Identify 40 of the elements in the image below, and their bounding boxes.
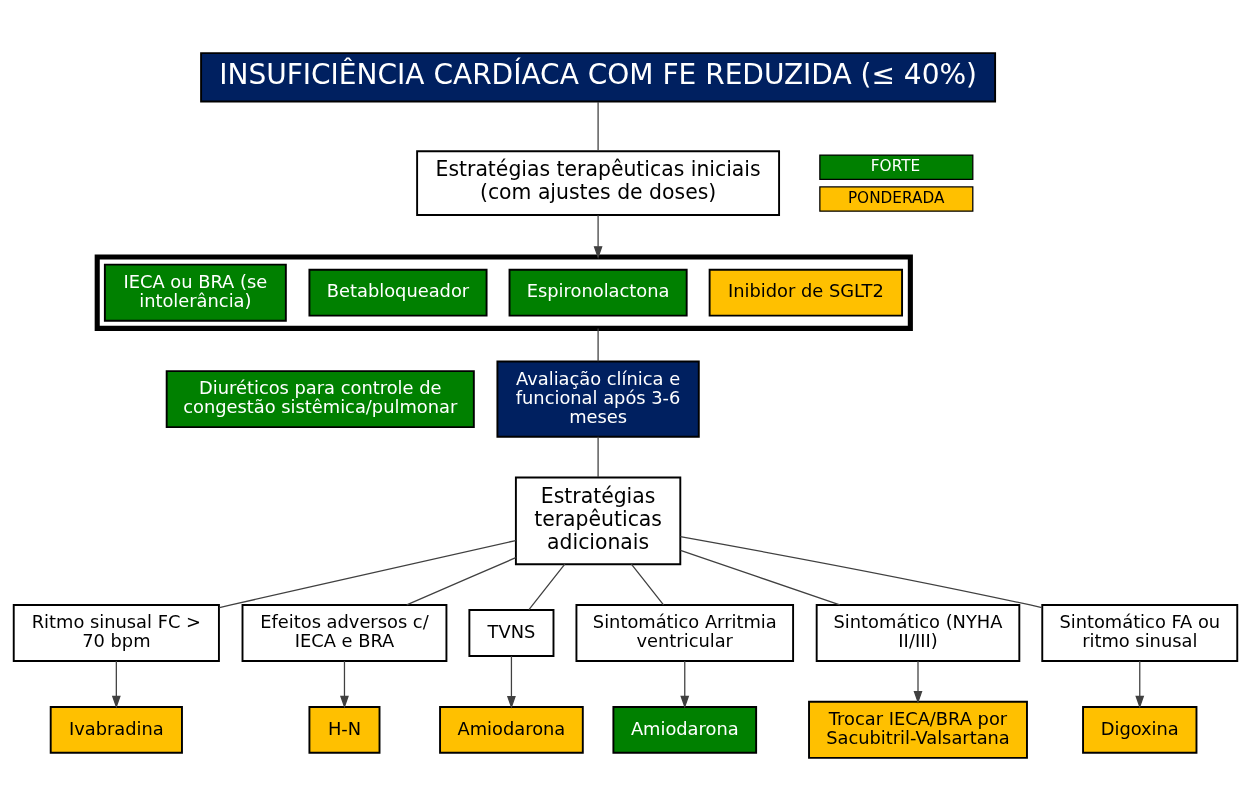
connector: [406, 557, 517, 606]
node-box: IECA ou BRA (se intolerância): [103, 263, 287, 322]
node-box: INSUFICIÊNCIA CARDÍACA COM FE REDUZIDA (≤ 40%): [200, 52, 997, 103]
connector: [679, 536, 1043, 609]
node-box: H-N: [308, 705, 381, 754]
node-box: Diuréticos para controle de congestão sistêmica/pulmonar: [165, 370, 475, 429]
connector: [218, 539, 517, 609]
arrow: [506, 655, 516, 709]
legend-label: FORTE: [870, 157, 921, 176]
node-box: Ritmo sinusal FC > 70 bpm: [12, 604, 220, 662]
arrow: [340, 660, 349, 709]
node-box: Sintomático FA ou ritmo sinusal: [1041, 604, 1239, 662]
node-box: Efeitos adversos c/ IECA e BRA: [241, 604, 448, 662]
arrow: [1135, 660, 1145, 709]
connector: [597, 101, 599, 152]
cluster: [94, 254, 913, 331]
connector: [528, 563, 566, 611]
node-box: TVNS: [468, 609, 555, 657]
node-box: Betabloqueador: [308, 268, 488, 317]
legend-label: PONDERADA: [847, 188, 945, 207]
node-box: Sintomático (NYHA II/III): [815, 604, 1021, 662]
connector: [679, 549, 841, 606]
node-box: Avaliação clínica e funcional após 3-6 meses: [496, 360, 700, 438]
node-box: Inibidor de SGLT2: [708, 268, 904, 317]
node-box: Espironolactona: [508, 268, 688, 317]
connector: [630, 563, 665, 606]
node-box: Sintomático Arritmia ventricular: [575, 604, 795, 662]
node-box: Amiodarona: [612, 705, 758, 754]
node-box: Ivabradina: [49, 705, 183, 754]
node-box: Estratégias terapêuticas iniciais (com ajustes de doses): [416, 150, 781, 216]
arrow: [111, 660, 121, 709]
node-box: Digoxina: [1082, 705, 1198, 754]
arrow: [913, 660, 923, 704]
node-box: Amiodarona: [439, 705, 584, 754]
node-box: Trocar IECA/BRA por Sacubitril-Valsartana: [808, 700, 1028, 759]
arrow: [680, 660, 690, 709]
arrow: [593, 214, 603, 259]
node-box: Estratégias terapêuticas adicionais: [514, 476, 682, 566]
connector: [597, 436, 599, 478]
connector: [597, 327, 599, 362]
